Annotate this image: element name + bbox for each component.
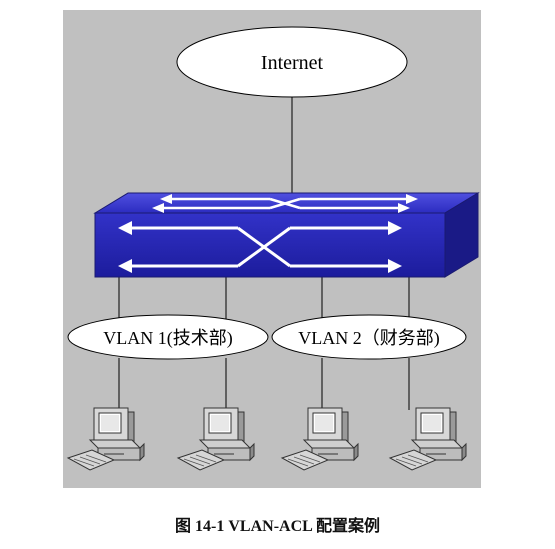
vlan2-label: VLAN 2（财务部): [298, 328, 440, 349]
layer3-switch-icon: [93, 192, 480, 278]
vlan2-node: VLAN 2（财务部): [271, 314, 467, 360]
figure-caption: 图 14-1 VLAN-ACL 配置案例: [175, 518, 380, 535]
vlan1-node: VLAN 1(技术部): [67, 314, 269, 360]
internet-label: Internet: [261, 52, 324, 74]
vlan1-label: VLAN 1(技术部): [103, 328, 232, 349]
switch-front-arrows: [118, 221, 402, 273]
switch-top-arrows: [152, 194, 418, 213]
connection-lines: [118, 95, 410, 410]
internet-node: Internet: [176, 26, 408, 98]
switch-side-face: [444, 192, 479, 278]
